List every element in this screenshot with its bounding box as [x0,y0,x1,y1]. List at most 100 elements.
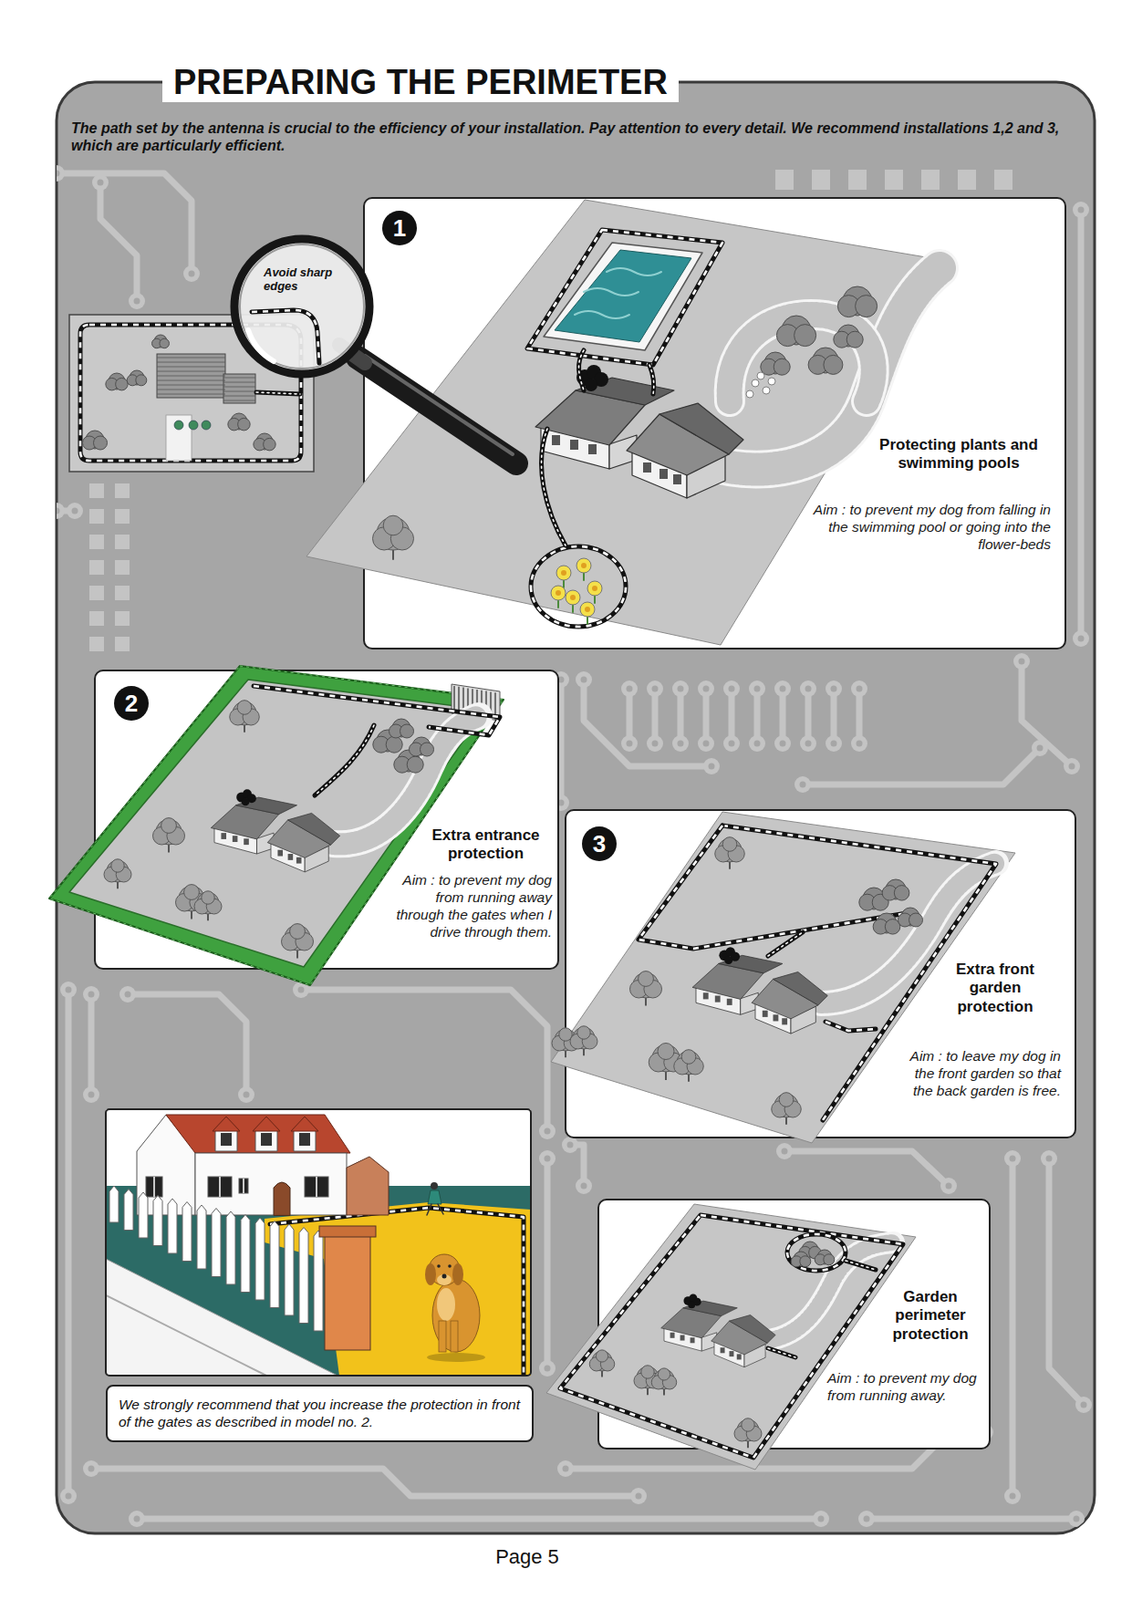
circuit-pad [776,1142,793,1160]
tree [103,859,132,889]
roof-tile [156,380,226,382]
antenna-wire [253,685,500,736]
house-window [588,444,597,455]
fence-picket [240,1215,250,1293]
circuit-pad [238,1086,255,1103]
tree-crown [591,1350,613,1371]
circuit-pad [748,735,766,752]
chip-pin [114,611,130,626]
house-roof [288,812,341,845]
circuit-hole [652,740,659,748]
circuit-pad [119,986,136,1003]
tree-crown [551,1035,568,1051]
bush-crown [394,756,411,773]
roof-tile [156,357,226,359]
circuit-trace [784,1151,949,1186]
house-window [726,998,733,1006]
window [304,1176,329,1197]
circuit-hole [65,1493,73,1500]
house-window [680,1335,686,1341]
tree-crown [746,1425,762,1442]
circuit-hole [1080,1402,1088,1409]
circuit-trace [65,989,73,1496]
page-number: Page 5 [436,1545,619,1569]
person [427,1190,442,1205]
tree [589,1350,615,1378]
circuit-trace [544,1158,551,1369]
window-bar [218,1176,221,1197]
circuit-hole [677,685,685,693]
circuit-trace [136,1516,821,1523]
circuit-hole [708,763,716,770]
tree [734,1418,762,1448]
inset-ground [69,314,314,472]
bush [833,324,863,348]
white-flower [757,372,765,380]
window-bar [242,1178,245,1194]
circuit-hole [1069,763,1076,770]
chip-pin [114,483,130,499]
roof-tile [156,384,226,386]
circuit-hole [754,685,761,693]
bush-crown [115,377,129,391]
bush-crown [898,913,913,927]
tree-crown [589,1357,603,1371]
bush [882,879,910,901]
house-roof [661,1308,722,1339]
panel-heading: Garden perimeter protection [875,1287,986,1344]
antenna-wire [527,229,723,365]
circuit-hole [56,508,61,515]
circuit-pad [794,776,811,793]
house-window [288,853,294,861]
bush-crown [817,1249,832,1265]
gravel-texture [729,314,874,402]
dog-eye [436,1264,441,1268]
antenna-wire [638,825,913,949]
fence-picket [299,1227,309,1324]
circuit-hole [298,986,305,994]
gate [451,684,500,721]
bush [898,907,924,927]
magnifier-callout: Avoid sharp edges [228,233,375,380]
bush-crown [823,354,843,374]
inset-shrub [201,420,211,430]
tree-crown [633,972,659,998]
bush [389,718,415,738]
tree-crown [373,527,396,551]
house-wall [195,1152,347,1216]
callout-number-text: 2 [114,685,149,721]
dark-shrub [730,951,740,961]
tree [651,1368,677,1396]
circuit-hole [635,1493,643,1500]
bush-crown [842,286,873,316]
circuit-trace [91,1468,639,1496]
circuit-pad [561,1136,579,1153]
circuit-hole [703,740,710,748]
dark-shrub [693,1298,702,1307]
house [692,946,828,1034]
window [238,1178,249,1194]
bush-crown [392,718,411,738]
bush-crown [420,742,435,757]
antenna-wire-dash [251,310,320,364]
roof-tile [223,391,256,393]
antenna-wire-dash [80,324,302,461]
tree-crown [717,838,742,862]
bush-crown [855,295,878,318]
tree-trunk [296,944,299,958]
bush-crown [833,331,851,348]
house-window [643,462,652,473]
tree-trunk [582,1043,585,1056]
tree-crown [206,898,222,914]
bush [83,430,108,450]
gate-bar [476,689,478,717]
circuit-pad [60,981,77,998]
garden-ground [306,199,954,645]
circuit-pad [774,735,791,752]
chip-pin [89,585,104,601]
dark-shrub [687,1301,696,1309]
dark-shrub [247,793,257,803]
house-roof [626,414,729,476]
tree-crown [242,708,260,726]
bush-crown [884,919,901,935]
